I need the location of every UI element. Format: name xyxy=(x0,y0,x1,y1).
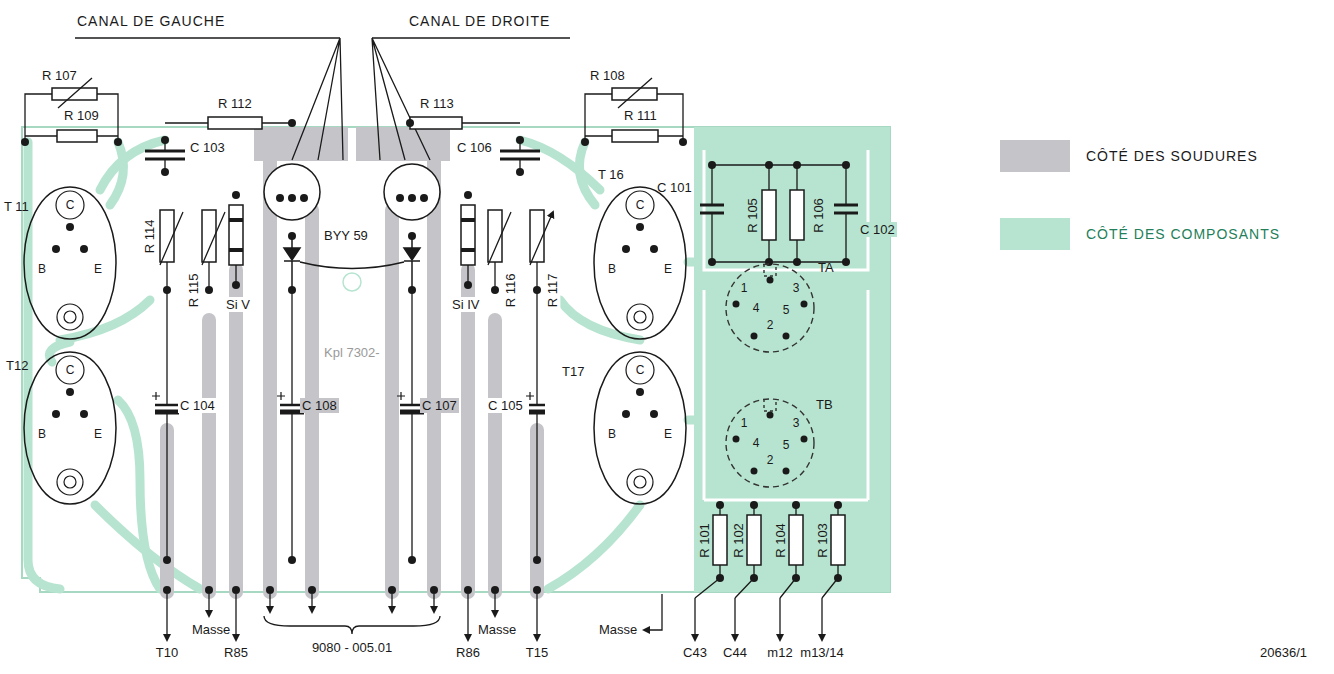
pin-label: C xyxy=(66,363,75,377)
ground-label: Masse xyxy=(476,622,518,637)
pin-label: 2 xyxy=(767,318,774,332)
part-label: C 105 xyxy=(486,398,525,413)
connection-label: T10 xyxy=(154,645,180,660)
legend-text: CÔTÉ DES COMPOSANTS xyxy=(1086,226,1280,242)
part-label: Si V xyxy=(224,297,252,312)
part-label: R 108 xyxy=(588,68,627,83)
board-watermark: Kpl 7302- xyxy=(322,345,382,360)
grey-tracks xyxy=(167,127,537,592)
pin-label: B xyxy=(608,427,616,441)
legend-swatch xyxy=(1000,140,1070,172)
part-label: R 104 xyxy=(772,521,787,560)
socket-shape xyxy=(720,258,820,358)
channel-title: CANAL DE GAUCHE xyxy=(75,14,227,29)
part-label: R 103 xyxy=(814,521,829,560)
pin-label: C xyxy=(636,198,645,212)
connection-label: m13/14 xyxy=(798,645,845,660)
part-label: R 107 xyxy=(40,68,79,83)
pin-label: E xyxy=(664,262,672,276)
part-label: C 108 xyxy=(300,398,339,413)
part-label: R 106 xyxy=(810,196,825,235)
transistor-label: T 11 xyxy=(4,199,29,214)
pin-label: C xyxy=(66,198,75,212)
pin-label: E xyxy=(94,262,102,276)
part-label: BYY 59 xyxy=(322,228,370,243)
pin-label: 4 xyxy=(753,301,760,315)
part-label: R 109 xyxy=(62,108,101,123)
pin-label: 5 xyxy=(783,303,790,317)
diode-symbols xyxy=(284,236,420,290)
connection-arrows xyxy=(167,594,822,640)
part-label: R 115 xyxy=(186,271,201,309)
connection-label: T15 xyxy=(524,645,550,660)
ground-label: Masse xyxy=(597,622,639,637)
transistor-outline: T17CBE xyxy=(592,350,688,506)
transistor-label: T12 xyxy=(6,358,28,373)
pin-label: 3 xyxy=(793,416,800,430)
connection-label: R86 xyxy=(454,645,482,660)
part-label: R 101 xyxy=(696,521,711,560)
pin-label: B xyxy=(38,262,46,276)
symbol-details xyxy=(58,78,858,412)
socket-label: TA xyxy=(818,260,834,275)
connector-socket: TB13452 xyxy=(720,393,820,493)
pin-label: 3 xyxy=(793,281,800,295)
legend-text: CÔTÉ DES SOUDURES xyxy=(1086,148,1258,164)
part-label: R 117 xyxy=(545,271,560,309)
transistor-outline: T 11CBE xyxy=(22,185,118,341)
pads xyxy=(21,119,850,594)
part-label: R 112 xyxy=(216,96,254,111)
component-symbols xyxy=(52,88,845,565)
pin-label: B xyxy=(38,427,46,441)
part-label: R 113 xyxy=(418,96,456,111)
pin-label: 4 xyxy=(753,436,760,450)
part-label: R 116 xyxy=(503,271,518,309)
part-label: C 104 xyxy=(178,398,217,413)
drawing-number: 20636/1 xyxy=(1258,645,1309,660)
wires xyxy=(25,38,846,598)
part-label: R 114 xyxy=(142,217,157,255)
part-label: C 107 xyxy=(420,398,459,413)
isolation-lines xyxy=(704,150,868,500)
connection-label: C43 xyxy=(681,645,709,660)
part-label: C 106 xyxy=(455,140,494,155)
transistor-label: T 16 xyxy=(598,167,624,182)
pin-label: E xyxy=(94,427,102,441)
socket-label: TB xyxy=(816,397,833,412)
part-label: Si IV xyxy=(450,297,481,312)
pin-label: 2 xyxy=(767,453,774,467)
legend-swatch xyxy=(1000,218,1070,250)
transistor-label: T17 xyxy=(562,364,584,379)
transistor-outline: T 16CBE xyxy=(592,185,688,341)
pin-label: 5 xyxy=(783,438,790,452)
part-label: C 102 xyxy=(858,222,897,237)
connection-label: R85 xyxy=(222,645,250,660)
part-label: R 111 xyxy=(622,108,659,123)
socket-shape xyxy=(720,393,820,493)
transistor-outline: T12CBE xyxy=(22,350,118,506)
part-label: C 103 xyxy=(188,140,227,155)
pin-label: 1 xyxy=(741,416,748,430)
ground-label: Masse xyxy=(190,622,232,637)
channel-title: CANAL DE DROITE xyxy=(407,14,552,29)
connector-socket: TA13452 xyxy=(720,258,820,358)
part-label: R 102 xyxy=(730,521,745,560)
pin-label: E xyxy=(664,427,672,441)
connection-label: C44 xyxy=(721,645,749,660)
green-tracks xyxy=(28,140,700,589)
part-label: R 105 xyxy=(744,196,759,235)
connection-label: 9080 - 005.01 xyxy=(310,640,394,655)
pin-label: B xyxy=(608,262,616,276)
pin-label: 1 xyxy=(741,281,748,295)
connection-label: m12 xyxy=(765,645,794,660)
part-label: C 101 xyxy=(655,180,694,195)
pin-label: C xyxy=(636,363,645,377)
board xyxy=(22,127,890,592)
